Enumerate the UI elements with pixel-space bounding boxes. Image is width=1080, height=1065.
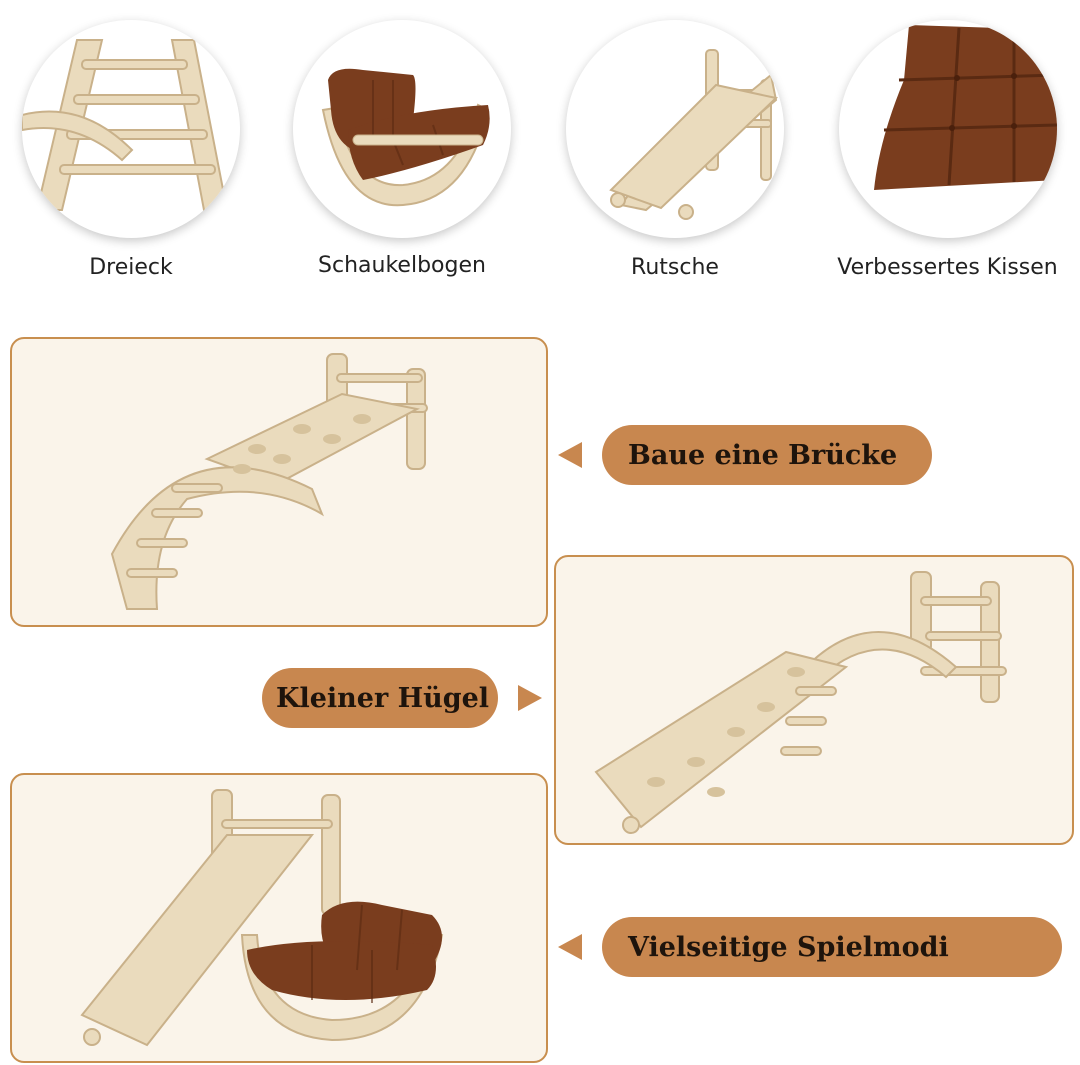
part-triangle-label: Dreieck — [89, 255, 173, 280]
mode-versatile-label: Vielseitige Spielmodi — [602, 917, 1062, 977]
part-cushion-image — [839, 20, 1057, 238]
part-cushion-label: Verbessertes Kissen — [837, 255, 1058, 280]
part-rocker-label: Schaukelbogen — [318, 253, 486, 278]
part-triangle-image — [22, 20, 240, 238]
mode-versatile-image — [10, 773, 548, 1063]
mode-bridge-image — [10, 337, 548, 627]
part-slide-label: Rutsche — [631, 255, 719, 280]
versatile-arrow-icon — [558, 934, 582, 960]
mode-bridge-label: Baue eine Brücke — [602, 425, 932, 485]
part-slide-image — [566, 20, 784, 238]
mode-hill-label: Kleiner Hügel — [262, 668, 498, 728]
part-rocker-image — [293, 20, 511, 238]
bridge-arrow-icon — [558, 442, 582, 468]
hill-arrow-icon — [518, 685, 542, 711]
mode-hill-image — [554, 555, 1074, 845]
